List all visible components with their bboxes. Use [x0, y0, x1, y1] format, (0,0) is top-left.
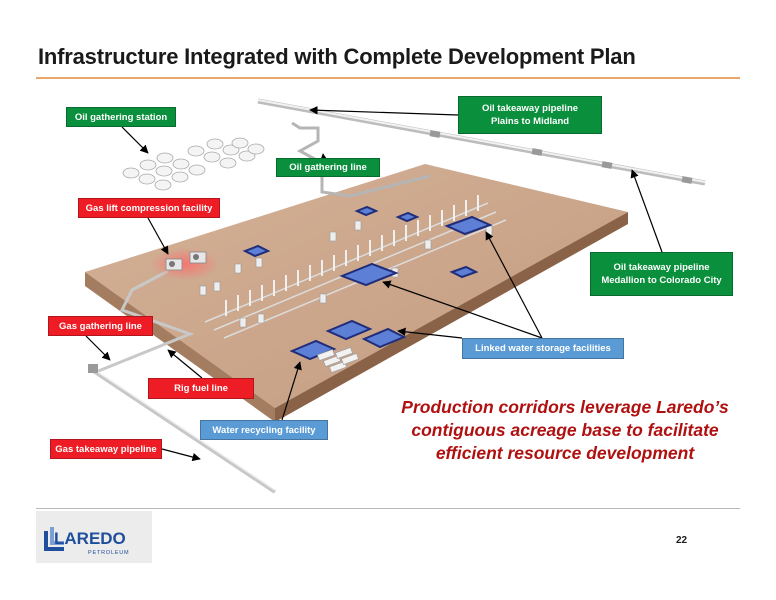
oil-gathering-station-tanks [122, 137, 265, 191]
company-logo: LAREDO PETROLEUM [36, 511, 152, 563]
gas-lift-compressors [151, 248, 219, 280]
label-oil-takeaway-medallion: Oil takeaway pipeline Medallion to Color… [590, 252, 733, 296]
water-ponds [242, 205, 493, 361]
label-oil-takeaway-medallion-line1: Oil takeaway pipeline [613, 262, 710, 273]
callout-line-1: Production corridors leverage Laredo’s [401, 397, 729, 417]
footer-divider [36, 508, 740, 509]
oil-gathering-line-pipe [291, 121, 431, 198]
label-gas-takeaway-pipeline: Gas takeaway pipeline [50, 439, 162, 459]
logo-name-text: LAREDO [54, 529, 126, 548]
gas-pipelines [90, 269, 277, 494]
callout-text: Production corridors leverage Laredo’s c… [398, 396, 732, 465]
label-oil-takeaway-plains: Oil takeaway pipeline Plains to Midland [458, 96, 602, 134]
page-number: 22 [676, 535, 688, 546]
callout-line-3: efficient resource development [435, 443, 695, 463]
label-oil-gathering-line: Oil gathering line [276, 158, 380, 177]
water-recycling-tanks [317, 346, 359, 374]
label-oil-takeaway-plains-line2: Plains to Midland [490, 116, 570, 127]
label-oil-takeaway-medallion-line2: Medallion to Colorado City [601, 275, 722, 286]
pipeline-valve [88, 364, 98, 373]
callout-line-2: contiguous acreage base to facilitate [411, 420, 719, 440]
label-oil-gathering-station: Oil gathering station [66, 107, 176, 127]
label-oil-takeaway-plains-line1: Oil takeaway pipeline [481, 103, 579, 114]
label-rig-fuel-line: Rig fuel line [148, 378, 254, 399]
label-gas-lift-compression: Gas lift compression facility [78, 198, 220, 218]
logo-sub-text: PETROLEUM [88, 550, 129, 556]
callout-arrows [85, 106, 663, 462]
label-linked-water-storage: Linked water storage facilities [462, 338, 624, 359]
oil-takeaway-pipeline-top [257, 98, 706, 186]
label-gas-gathering-line: Gas gathering line [48, 316, 153, 336]
title-divider [36, 77, 740, 79]
well-rigs [225, 195, 479, 316]
page-title: Infrastructure Integrated with Complete … [38, 44, 636, 69]
logo-mark-icon: LAREDO PETROLEUM [44, 527, 129, 556]
label-water-recycling: Water recycling facility [200, 420, 328, 440]
